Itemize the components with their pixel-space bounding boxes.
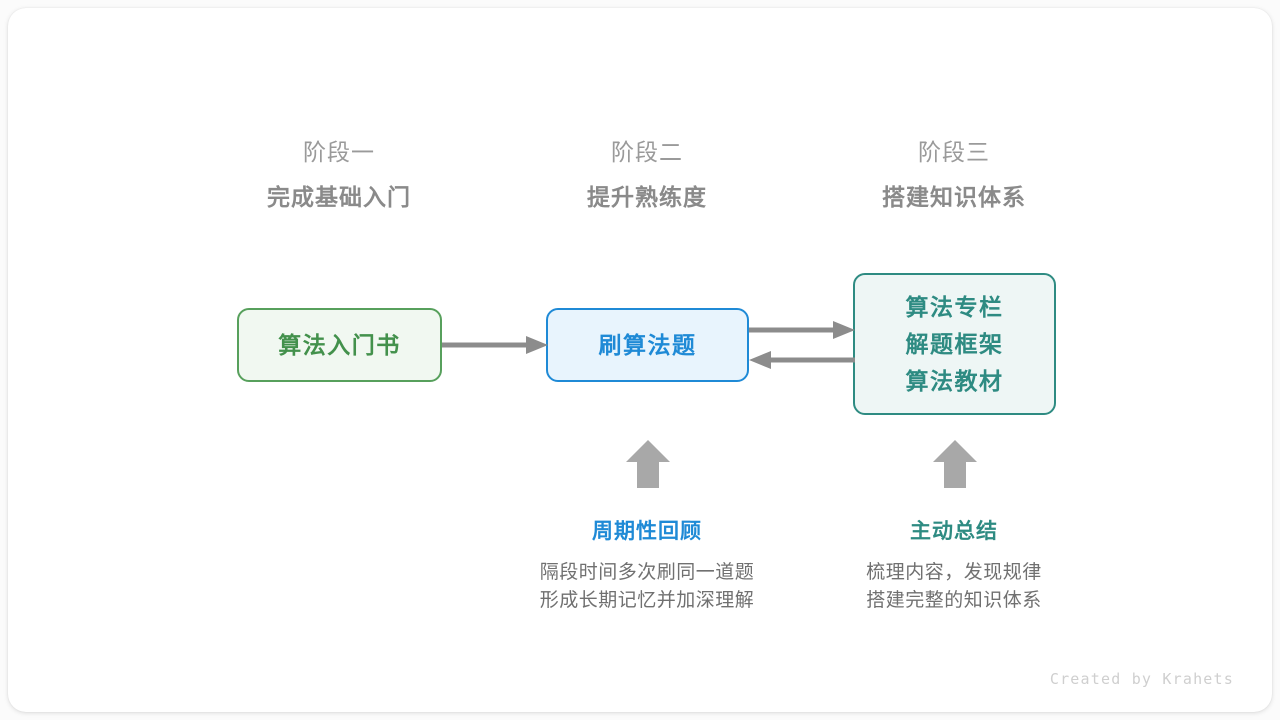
- phase-title-label: 搭建知识体系: [882, 184, 1026, 210]
- phase-stage-label: 阶段一: [303, 139, 375, 165]
- credit-label: Created by Krahets: [1049, 670, 1234, 688]
- arrow-summary-up-icon: [933, 440, 977, 488]
- annotation-desc-line: 搭建完整的知识体系: [866, 590, 1042, 611]
- node-algorithm-intro-book[interactable]: 算法入门书: [237, 308, 442, 382]
- node-label: 解题框架: [905, 330, 1004, 357]
- annotation-title: 主动总结: [910, 520, 998, 543]
- node-learning-resources[interactable]: 算法专栏 解题框架 算法教材: [853, 273, 1056, 415]
- annotation-desc-line: 梳理内容，发现规律: [866, 562, 1042, 583]
- phase-header-3: 阶段三 搭建知识体系: [824, 137, 1084, 213]
- phase-stage-label: 阶段三: [918, 139, 990, 165]
- phase-title-label: 完成基础入门: [267, 184, 411, 210]
- node-label: 刷算法题: [598, 331, 697, 358]
- phase-stage-label: 阶段二: [611, 139, 683, 165]
- node-label: 算法教材: [905, 367, 1004, 394]
- annotation-active-summary: 主动总结 梳理内容，发现规律 搭建完整的知识体系: [804, 517, 1104, 615]
- annotation-desc-line: 隔段时间多次刷同一道题: [539, 562, 755, 583]
- arrow-book-to-practice-icon: [442, 334, 548, 356]
- node-practice-problems[interactable]: 刷算法题: [546, 308, 749, 382]
- phase-header-2: 阶段二 提升熟练度: [517, 137, 777, 213]
- node-label: 算法入门书: [278, 331, 401, 358]
- arrow-practice-to-resources-icon: [749, 319, 855, 341]
- annotation-desc-line: 形成长期记忆并加深理解: [539, 590, 755, 611]
- phase-title-label: 提升熟练度: [587, 184, 707, 210]
- arrow-resources-to-practice-icon: [749, 349, 855, 371]
- annotation-title: 周期性回顾: [592, 520, 702, 543]
- phase-header-1: 阶段一 完成基础入门: [209, 137, 469, 213]
- arrow-review-up-icon: [626, 440, 670, 488]
- annotation-periodic-review: 周期性回顾 隔段时间多次刷同一道题 形成长期记忆并加深理解: [497, 517, 797, 615]
- diagram-card: 阶段一 完成基础入门 阶段二 提升熟练度 阶段三 搭建知识体系 算法入门书 刷算…: [8, 8, 1272, 712]
- node-label: 算法专栏: [905, 293, 1004, 320]
